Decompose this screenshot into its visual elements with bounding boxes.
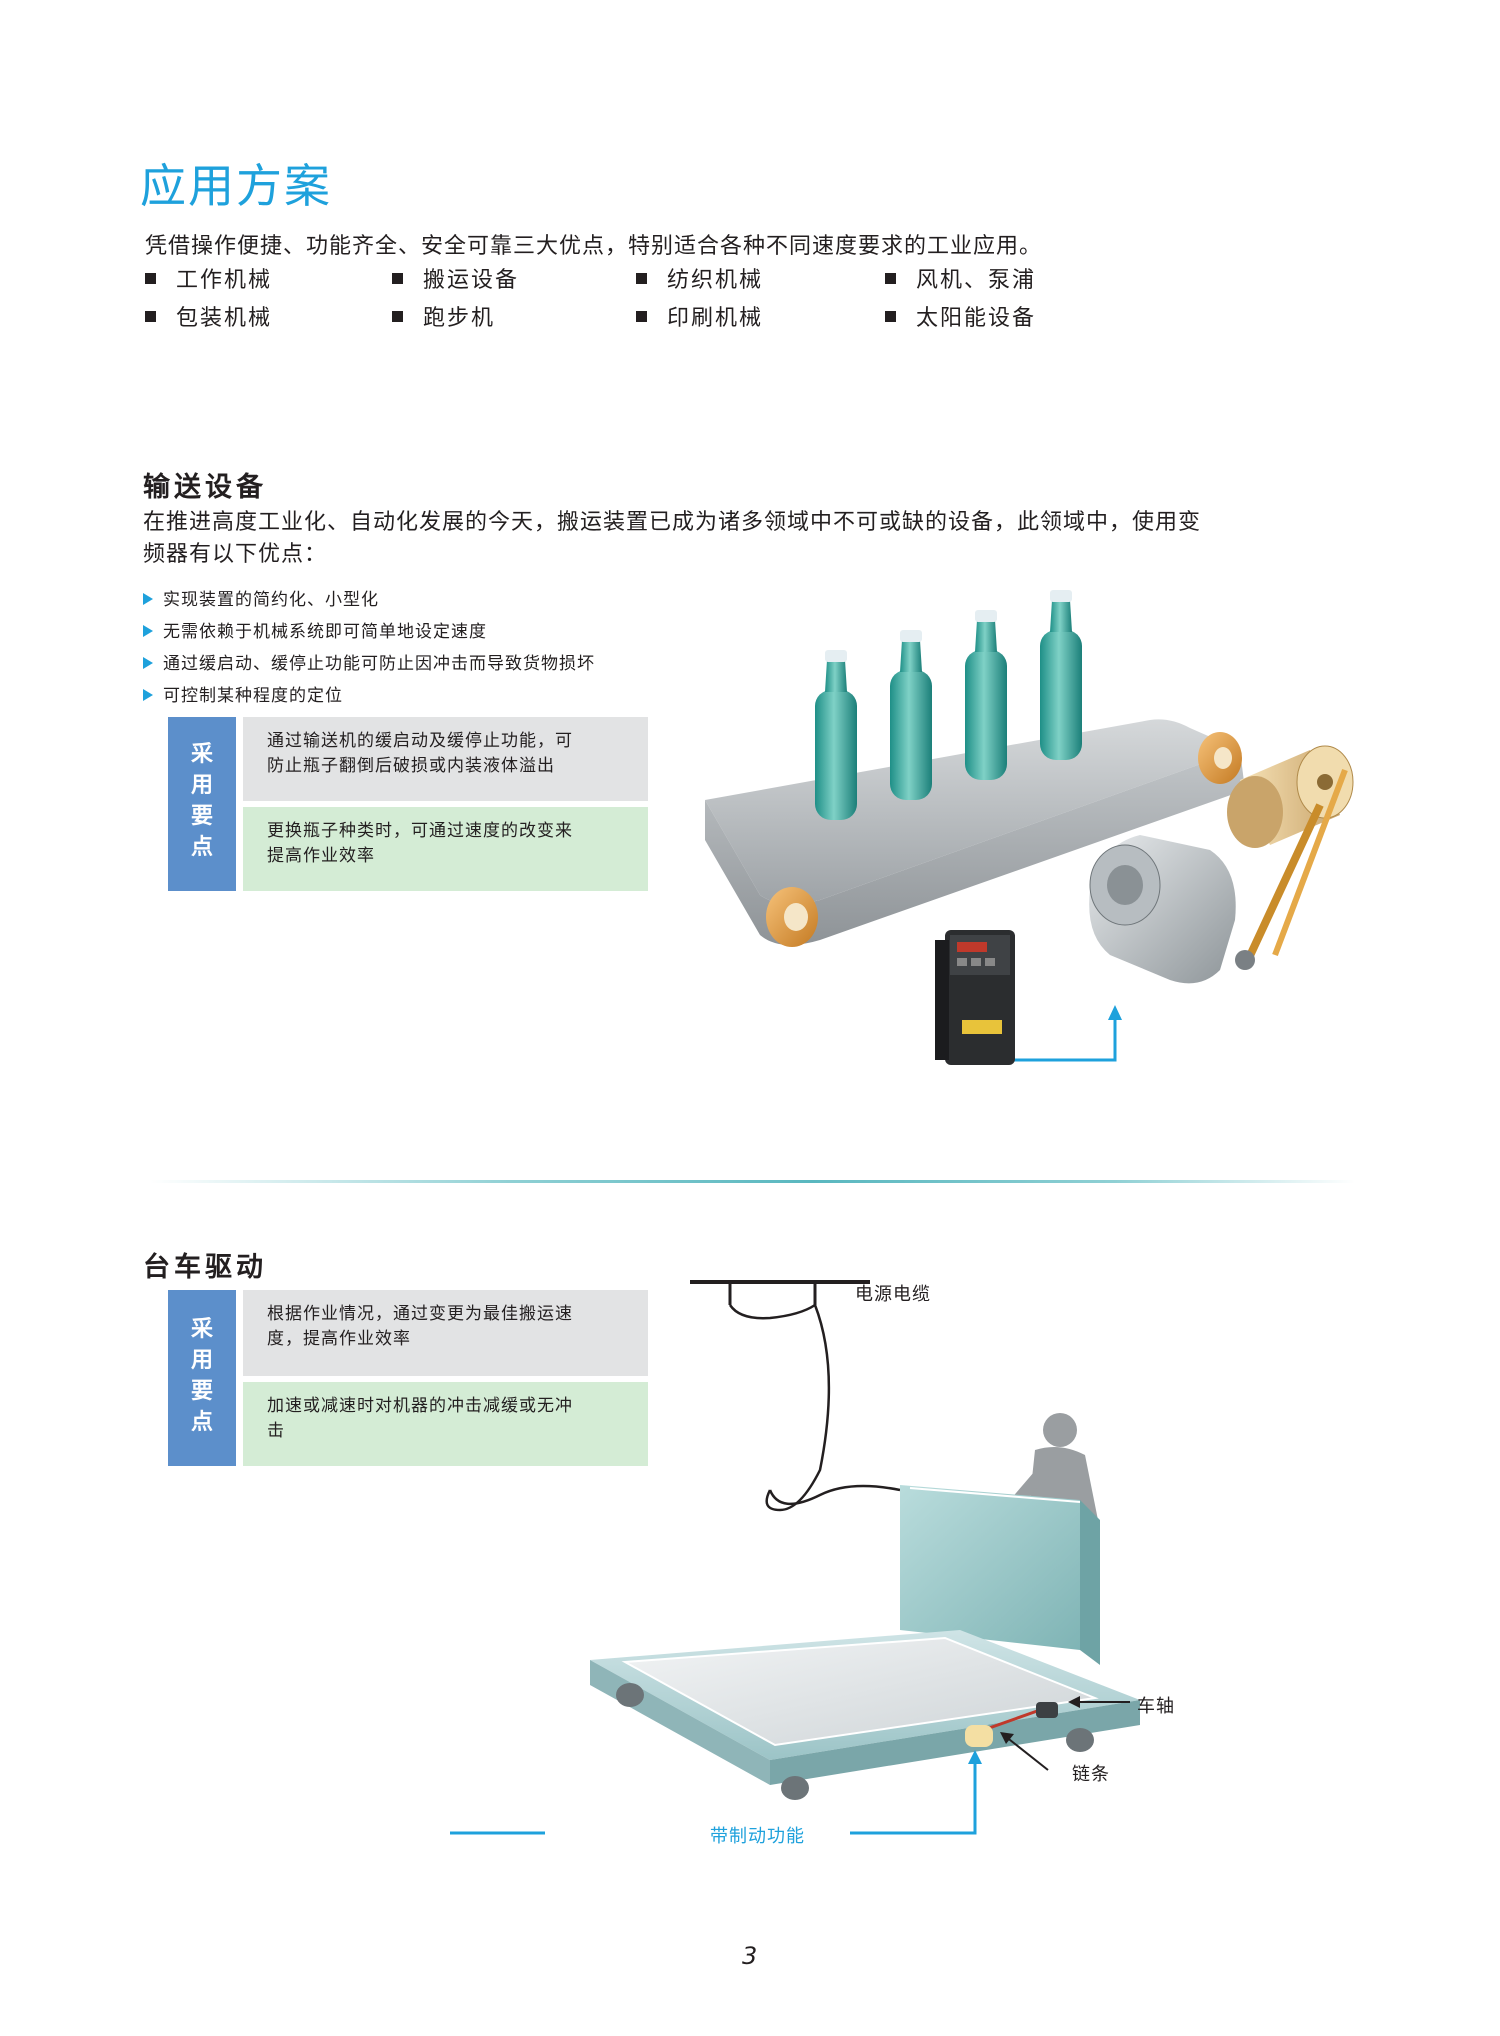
intro-text: 凭借操作便捷、功能齐全、安全可靠三大优点，特别适合各种不同速度要求的工业应用。: [145, 234, 1043, 259]
arrow-head-icon: [1108, 1005, 1122, 1020]
key-points-label-char: 采: [190, 1317, 213, 1342]
arrow-head-icon: [968, 1750, 982, 1764]
conveyor-paragraph-line1: 在推进高度工业化、自动化发展的今天，搬运装置已成为诸多领域中不可或缺的设备，此领…: [143, 510, 1202, 535]
bullet-square-icon: [885, 273, 896, 284]
app-item: 跑步机: [392, 300, 495, 332]
app-item: 工作机械: [145, 262, 272, 294]
app-item-label: 印刷机械: [667, 306, 764, 331]
key-points-label-char: 用: [190, 1348, 213, 1373]
key-point-text: 击: [267, 1421, 285, 1441]
app-item-label: 包装机械: [176, 306, 273, 331]
key-points-label-char: 点: [190, 1410, 213, 1435]
bullet-square-icon: [392, 273, 403, 284]
conveyor-bullet-text: 无需依赖于机械系统即可简单地设定速度: [163, 622, 487, 642]
app-item: 印刷机械: [636, 300, 763, 332]
bottle: [965, 610, 1007, 780]
bullet-square-icon: [636, 273, 647, 284]
page-number: 3: [742, 1942, 758, 1970]
conveyor-bullet: 无需依赖于机械系统即可简单地设定速度: [143, 617, 487, 642]
bullet-square-icon: [636, 311, 647, 322]
app-item: 太阳能设备: [885, 300, 1036, 332]
key-point-row: 通过输送机的缓启动及缓停止功能，可 防止瓶子翻倒后破损或内装液体溢出: [243, 717, 648, 801]
gear: [965, 1725, 993, 1747]
arrow-left-icon: [1068, 1696, 1080, 1708]
hanging-cable: [728, 1303, 816, 1320]
bullet-square-icon: [885, 311, 896, 322]
inverter-device: [935, 930, 1015, 1065]
conveyor-paragraph-line2: 频器有以下优点：: [143, 542, 328, 567]
connection-line: [998, 1015, 1117, 1062]
conveyor-bullet-text: 可控制某种程度的定位: [163, 686, 343, 706]
conveyor-illustration: [705, 590, 1354, 1065]
app-item-label: 风机、泵浦: [916, 268, 1037, 293]
key-point-row: 更换瓶子种类时，可通过速度的改变来 提高作业效率: [243, 807, 648, 891]
conveyor-key-points: 采 用 要 点 通过输送机的缓启动及缓停止功能，可 防止瓶子翻倒后破损或内装液体…: [168, 717, 648, 891]
app-item: 包装机械: [145, 300, 272, 332]
belt-side: [705, 750, 1245, 945]
key-points-label-char: 用: [190, 773, 213, 798]
conveyor-bullet: 可控制某种程度的定位: [143, 681, 343, 706]
arrow-up-left-icon: [1000, 1732, 1014, 1744]
bottle: [890, 630, 932, 800]
axle-label: 车轴: [1137, 1696, 1175, 1717]
trolley-illustration: [450, 1280, 1140, 1835]
wheel: [781, 1776, 809, 1800]
trolley-back-panel: [900, 1485, 1080, 1650]
page-title: 应用方案: [140, 159, 332, 213]
key-points-label-char: 要: [190, 1379, 213, 1404]
key-point-row: 加速或减速时对机器的冲击减缓或无冲 击: [243, 1382, 648, 1466]
trolley-title: 台车驱动: [143, 1252, 267, 1283]
bottle: [815, 650, 857, 820]
wheel: [1066, 1728, 1094, 1752]
power-cable-label: 电源电缆: [855, 1284, 931, 1305]
key-point-text: 通过输送机的缓启动及缓停止功能，可: [267, 731, 573, 751]
app-item-label: 太阳能设备: [916, 306, 1037, 331]
conveyor-bullet-text: 实现装置的简约化、小型化: [163, 590, 379, 610]
app-item-label: 纺织机械: [667, 268, 764, 293]
key-point-text: 更换瓶子种类时，可通过速度的改变来: [267, 821, 573, 841]
bottle: [1040, 590, 1082, 760]
key-point-text: 度，提高作业效率: [267, 1329, 411, 1349]
app-item-label: 搬运设备: [423, 268, 520, 293]
power-cable: [765, 1304, 831, 1512]
key-point-text: 防止瓶子翻倒后破损或内装液体溢出: [267, 756, 555, 776]
triangle-bullet-icon: [143, 593, 153, 605]
key-points-label-char: 点: [190, 835, 213, 860]
key-points-label: 采 用 要 点: [168, 1290, 236, 1466]
section-divider: [150, 1180, 1355, 1183]
wheel: [616, 1683, 644, 1707]
key-points-label-char: 要: [190, 804, 213, 829]
key-points-label-char: 采: [190, 742, 213, 767]
trolley-key-points: 采 用 要 点 根据作业情况，通过变更为最佳搬运速 度，提高作业效率 加速或减速…: [168, 1290, 648, 1466]
triangle-bullet-icon: [143, 625, 153, 637]
app-item-label: 工作机械: [176, 268, 273, 293]
conveyor-title: 输送设备: [143, 472, 267, 503]
app-item: 纺织机械: [636, 262, 763, 294]
bullet-square-icon: [145, 273, 156, 284]
trolley-deck: [621, 1636, 1099, 1747]
app-item-label: 跑步机: [423, 306, 496, 331]
conveyor-bullet: 实现装置的简约化、小型化: [143, 585, 379, 610]
triangle-bullet-icon: [143, 657, 153, 669]
app-item: 风机、泵浦: [885, 262, 1036, 294]
electric-motor: [1089, 835, 1255, 984]
axle: [1036, 1702, 1058, 1718]
bullet-square-icon: [145, 311, 156, 322]
key-point-row: 根据作业情况，通过变更为最佳搬运速 度，提高作业效率: [243, 1290, 648, 1376]
brake-function-label: 带制动功能: [710, 1826, 805, 1847]
key-point-text: 根据作业情况，通过变更为最佳搬运速: [267, 1304, 573, 1324]
belt-top: [705, 719, 1240, 904]
conveyor-bullet-text: 通过缓启动、缓停止功能可防止因冲击而导致货物损坏: [163, 654, 595, 674]
key-point-text: 加速或减速时对机器的冲击减缓或无冲: [267, 1396, 573, 1416]
key-points-label: 采 用 要 点: [168, 717, 236, 891]
triangle-bullet-icon: [143, 689, 153, 701]
connection-line: [850, 1758, 977, 1835]
key-point-text: 提高作业效率: [267, 846, 375, 866]
app-item: 搬运设备: [392, 262, 519, 294]
bullet-square-icon: [392, 311, 403, 322]
conveyor-bullet: 通过缓启动、缓停止功能可防止因冲击而导致货物损坏: [143, 649, 595, 674]
drive-belt: [1244, 803, 1324, 962]
chain-label: 链条: [1072, 1764, 1110, 1785]
